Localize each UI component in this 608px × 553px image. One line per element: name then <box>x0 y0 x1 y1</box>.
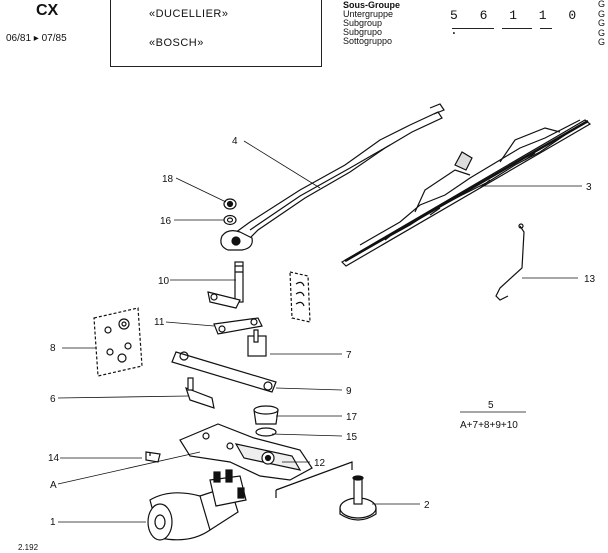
spindle <box>207 261 244 309</box>
code-underline <box>502 28 532 29</box>
code-underline <box>452 28 494 29</box>
wiper-motor <box>147 469 247 541</box>
callout-12: 12 <box>314 458 326 469</box>
grommet <box>253 405 279 425</box>
date-range: 06/81 ▸ 07/85 <box>6 33 67 44</box>
model-label: CX <box>36 2 59 19</box>
pivot-bracket <box>185 377 215 409</box>
callout-17: 17 <box>346 412 358 423</box>
mounting-plate <box>179 423 353 498</box>
callout-9: 9 <box>346 386 352 397</box>
subgroup-label-es: Subgrupo <box>343 27 383 37</box>
wiper-arm <box>220 103 445 251</box>
callout-5: 5 <box>488 400 494 411</box>
side-letters: G G G G G <box>598 0 606 47</box>
callout-1: 1 <box>50 517 56 528</box>
link-arm <box>213 317 263 335</box>
nut <box>223 198 237 210</box>
subgroup-label-it: Sottogruppo <box>343 36 393 46</box>
callout-11: 11 <box>154 317 165 328</box>
callout-6: 6 <box>50 394 56 405</box>
callout-14: 14 <box>48 453 60 464</box>
callout-2: 2 <box>424 500 430 511</box>
subgroup-label-en: Subgroup <box>343 18 383 28</box>
seal-washer <box>255 427 277 437</box>
kit-formula: A+7+8+9+10 <box>460 420 518 431</box>
callout-8: 8 <box>50 343 56 354</box>
bush-kit <box>93 307 143 377</box>
callout-10: 10 <box>158 276 170 287</box>
subgroup-code: 5 6 1 1 0 . <box>450 8 584 38</box>
connecting-rod <box>171 351 277 393</box>
callout-15: 15 <box>346 432 358 443</box>
manufacturer-box: «DUCELLIER» «BOSCH» <box>110 0 322 67</box>
subgroup-label-fr: Sous-Groupe <box>343 0 401 10</box>
callout-18: 18 <box>162 174 174 185</box>
make-ducellier: «DUCELLIER» <box>149 8 229 20</box>
callout-4: 4 <box>232 136 238 147</box>
subgroup-label-de: Untergruppe <box>343 9 394 19</box>
wiper-blade <box>341 119 592 267</box>
callout-3: 3 <box>586 182 592 193</box>
code-underline <box>540 28 552 29</box>
figure-number: 2.192 <box>18 543 39 552</box>
callout-A: A <box>50 480 57 491</box>
washer <box>223 214 237 226</box>
callout-13: 13 <box>584 274 596 285</box>
retaining-rod <box>495 223 525 301</box>
callout-7: 7 <box>346 350 352 361</box>
crank <box>247 329 267 357</box>
subgroup-labels: Sous-Groupe Untergruppe Subgroup Subgrup… <box>343 1 400 46</box>
clip-set <box>289 271 311 323</box>
screw <box>145 451 161 463</box>
callout-16: 16 <box>160 216 172 227</box>
drive-spindle <box>339 475 377 521</box>
make-bosch: «BOSCH» <box>149 37 204 49</box>
